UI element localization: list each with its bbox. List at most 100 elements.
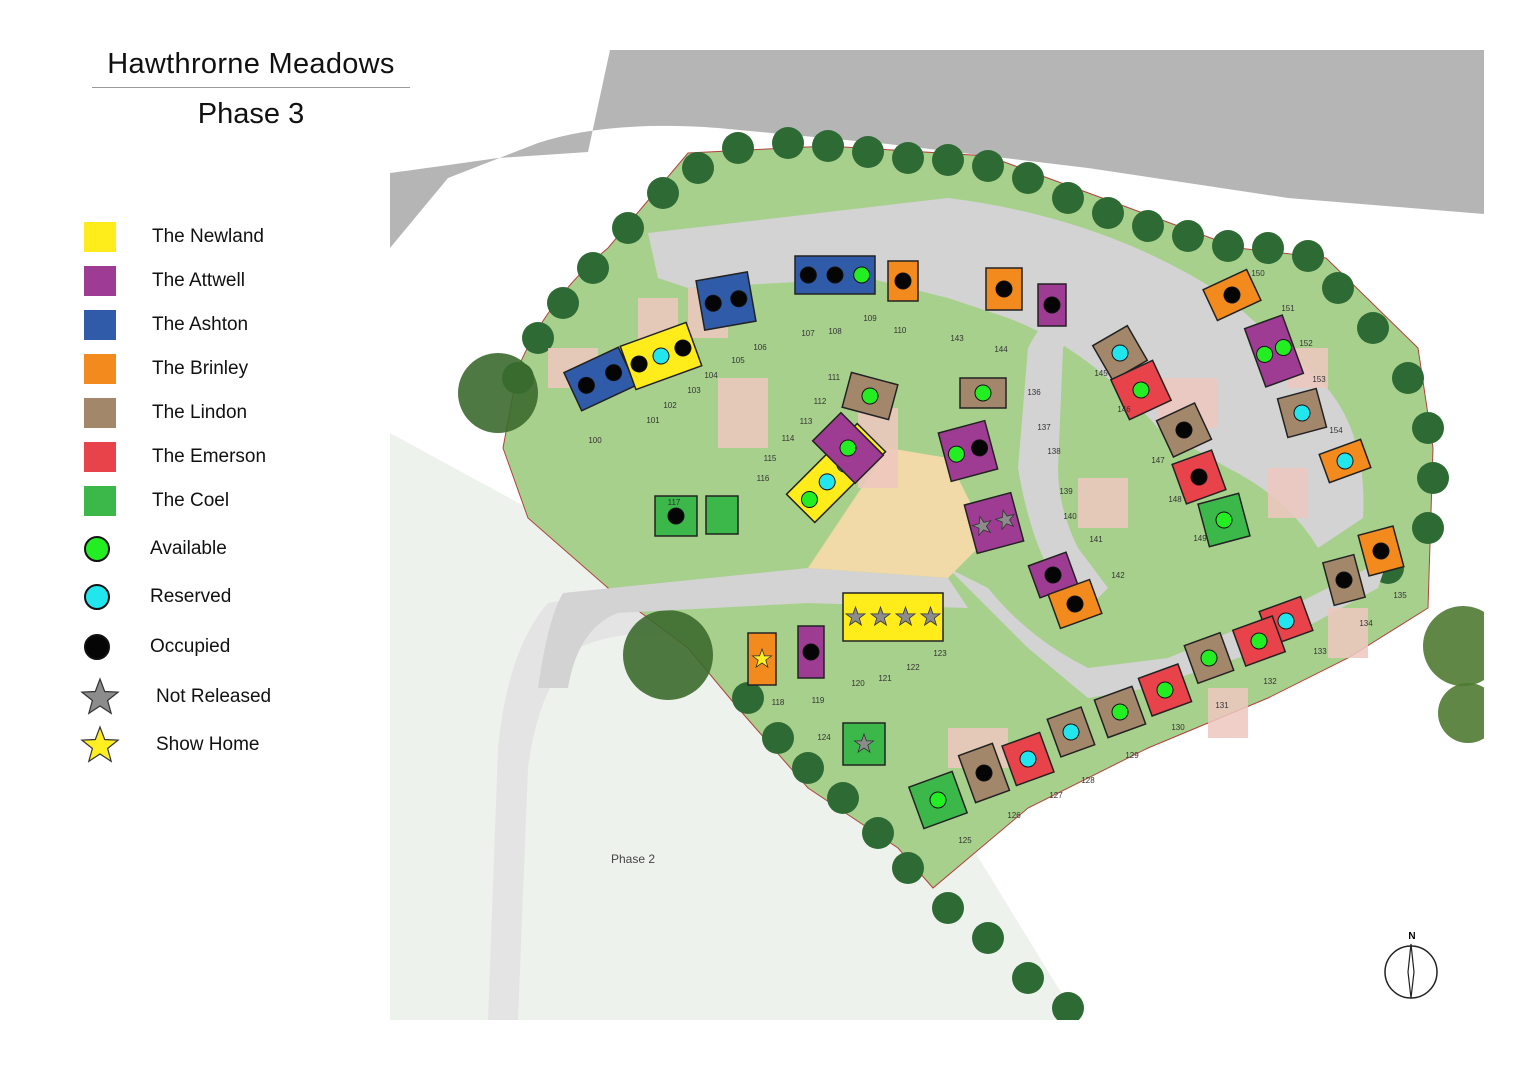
reserved-dot-icon <box>84 584 110 610</box>
plot-number: 153 <box>1312 375 1326 384</box>
tree-belt <box>762 722 794 754</box>
plot-number: 135 <box>1393 591 1407 600</box>
reserved-dot-icon <box>652 347 670 365</box>
legend-item-show-home: Show Home <box>80 725 260 763</box>
legend-item-the-brinley: The Brinley <box>80 352 248 386</box>
available-dot-icon <box>839 439 857 457</box>
plot-number: 118 <box>772 698 785 707</box>
reserved-dot-icon <box>1062 723 1080 741</box>
tree-belt <box>1012 962 1044 994</box>
tree-belt <box>772 127 804 159</box>
available-dot-icon <box>1215 511 1233 529</box>
plot-number: 123 <box>933 649 947 658</box>
house-plot <box>695 270 757 332</box>
internal-road-north <box>648 198 1364 548</box>
north-label: N <box>1408 931 1415 942</box>
site-title: Hawthrorne Meadows <box>92 48 410 88</box>
tree-belt <box>1212 230 1244 262</box>
available-dot-icon <box>1111 703 1129 721</box>
plot-number: 101 <box>646 416 660 425</box>
house-plot <box>1318 438 1372 484</box>
central-square <box>808 448 988 578</box>
house-plot <box>1037 283 1067 327</box>
tree-belt <box>612 212 644 244</box>
house-plot <box>887 260 919 302</box>
occupied-dot-icon <box>1190 468 1208 486</box>
occupied-dot-icon <box>1175 421 1193 439</box>
driveway <box>1268 468 1308 518</box>
house-plot <box>1137 663 1193 717</box>
swatch-the-emerson <box>84 442 116 472</box>
available-dot-icon <box>853 266 871 284</box>
occupied-dot-icon <box>84 634 110 660</box>
plot-number: 100 <box>588 436 602 445</box>
reserved-dot-icon <box>1111 344 1129 362</box>
tree-belt <box>682 152 714 184</box>
show-home-star-icon <box>80 725 120 763</box>
legend-label: The Ashton <box>152 314 249 335</box>
legend-item-occupied: Occupied <box>80 630 230 664</box>
plot-number: 129 <box>1125 751 1139 760</box>
legend-item-reserved: Reserved <box>80 580 231 614</box>
occupied-dot-icon <box>674 339 692 357</box>
house-plot <box>1202 268 1262 322</box>
tree-belt <box>862 817 894 849</box>
plot-number: 125 <box>958 836 972 845</box>
available-dot-icon <box>1156 681 1174 699</box>
plot-number: 145 <box>1094 369 1108 378</box>
house-plot <box>1155 402 1213 458</box>
house-plot <box>963 491 1025 555</box>
tree-belt <box>1392 362 1424 394</box>
tree-belt <box>1412 412 1444 444</box>
house-plot <box>811 411 885 485</box>
legend-item-not-released: Not Released <box>80 677 271 715</box>
occupied-dot-icon <box>1043 296 1061 314</box>
plot-number: 128 <box>1081 776 1095 785</box>
occupied-dot-icon <box>975 764 993 782</box>
house-plot <box>841 371 899 421</box>
driveway <box>718 378 768 448</box>
reserved-dot-icon <box>1293 404 1311 422</box>
tree-belt <box>852 136 884 168</box>
tree-belt <box>827 782 859 814</box>
plot-number: 148 <box>1168 495 1182 504</box>
plot-number: 119 <box>812 696 825 705</box>
occupied-dot-icon <box>1372 542 1390 560</box>
large-tree <box>623 610 713 700</box>
occupied-dot-icon <box>826 266 844 284</box>
legend-item-the-lindon: The Lindon <box>80 396 247 430</box>
occupied-dot-icon <box>1223 286 1241 304</box>
plot-number: 112 <box>814 397 827 406</box>
house-plot <box>797 625 825 679</box>
plot-number: 107 <box>801 329 815 338</box>
plot-number: 143 <box>950 334 964 343</box>
not-released-star-icon <box>994 509 1015 531</box>
house-footprint <box>695 270 757 332</box>
plot-number: 131 <box>1215 701 1229 710</box>
compass-needle <box>1407 943 1415 999</box>
occupied-dot-icon <box>577 376 595 394</box>
plot-number: 132 <box>1263 677 1277 686</box>
house-plot <box>654 495 698 537</box>
plot-number: 104 <box>704 371 718 380</box>
legend-item-the-emerson: The Emerson <box>80 440 266 474</box>
plot-number: 106 <box>753 343 767 352</box>
swatch-the-coel <box>84 486 116 516</box>
tree-belt <box>522 322 554 354</box>
house-footprint <box>963 491 1025 555</box>
occupied-dot-icon <box>730 290 748 308</box>
plot-number: 134 <box>1359 619 1373 628</box>
plot-number: 103 <box>687 386 701 395</box>
house-plot <box>1171 449 1227 505</box>
plot-number: 120 <box>851 679 865 688</box>
house-footprint <box>1243 314 1305 388</box>
available-dot-icon <box>947 445 965 463</box>
available-dot-icon <box>861 387 879 405</box>
tree-belt <box>1417 462 1449 494</box>
available-dot-icon <box>800 491 818 509</box>
phase-2-label: Phase 2 <box>611 852 655 866</box>
legend-label: Reserved <box>150 586 232 607</box>
plot-number: 122 <box>906 663 920 672</box>
house-plot <box>794 255 876 295</box>
tree-belt <box>892 142 924 174</box>
